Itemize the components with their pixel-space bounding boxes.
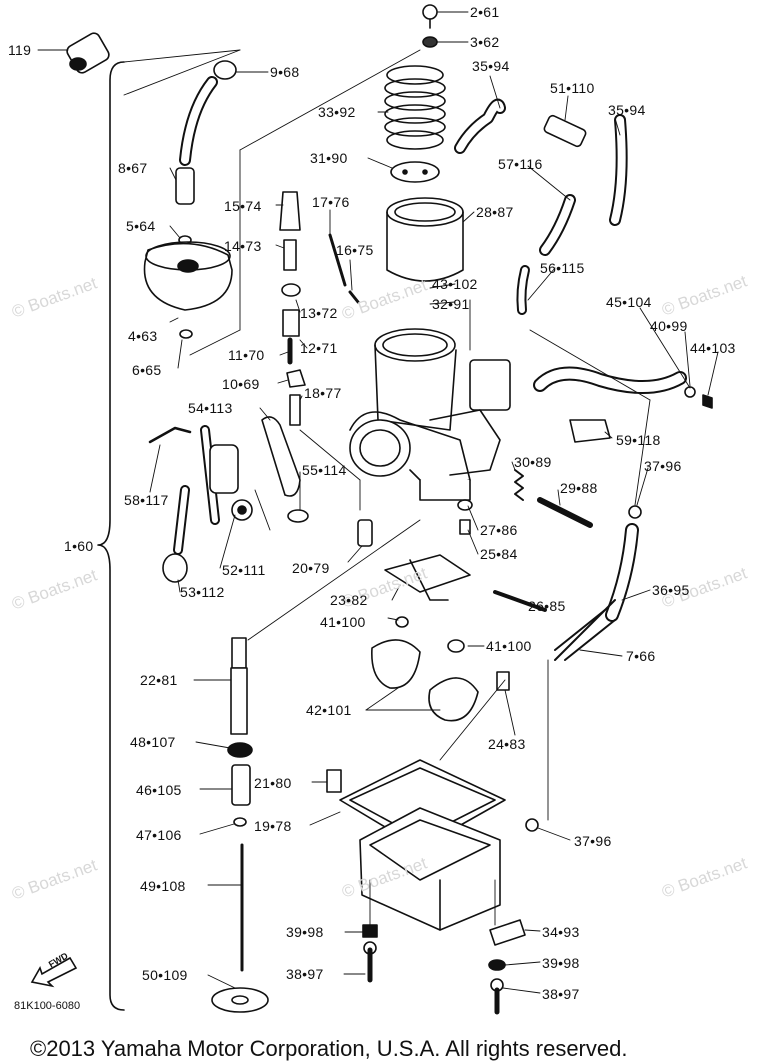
drawing-code: 81K100-6080 [14, 1000, 81, 1012]
callout-label: 35•94 [472, 58, 510, 74]
spring-part [384, 65, 446, 150]
callout-label: 53•112 [180, 584, 225, 600]
copyright-notice: ©2013 Yamaha Motor Corporation, U.S.A. A… [30, 1036, 628, 1061]
callout-label: 42•101 [306, 702, 352, 718]
callout-label: 47•106 [136, 827, 182, 843]
callout-label: 16•75 [336, 242, 374, 258]
callout-label: 22•81 [140, 672, 178, 688]
throttle-valve-part [386, 197, 464, 282]
callout-label: 41•100 [486, 638, 532, 654]
callout-label: 56•115 [540, 260, 585, 276]
callout-label: 39•98 [286, 924, 324, 940]
callout-label: 10•69 [222, 376, 260, 392]
callout-label: 24•83 [488, 736, 526, 752]
callout-label: 40•99 [650, 318, 688, 334]
callout-label: 34•93 [542, 924, 580, 940]
main-jet-part [231, 637, 247, 669]
callout-label: 25•84 [480, 546, 518, 562]
assembly-bracket [97, 61, 125, 1011]
float-part [384, 554, 471, 593]
washer-part [422, 36, 438, 48]
idle-spring-part [514, 469, 524, 501]
callout-label: 43•102 [432, 276, 478, 292]
callout-label: 3•62 [470, 34, 500, 50]
callout-label: 12•71 [300, 340, 338, 356]
callout-label: 119 [8, 42, 32, 58]
callout-label: 28•87 [476, 204, 514, 220]
callout-label: 13•72 [300, 305, 338, 321]
callout-label: 41•100 [320, 614, 366, 630]
callout-label: 27•86 [480, 522, 518, 538]
callout-label: 51•110 [550, 80, 595, 96]
callout-label: 37•96 [644, 458, 682, 474]
callout-label: 21•80 [254, 775, 292, 791]
callout-label: 6•65 [132, 362, 162, 378]
callout-label: 1•60 [64, 538, 94, 554]
callout-label: 9•68 [270, 64, 300, 80]
callout-label: 37•96 [574, 833, 612, 849]
callout-label: 38•97 [542, 986, 580, 1002]
callout-label: 48•107 [130, 734, 176, 750]
callout-label: 32•91 [432, 296, 470, 312]
plate-part [390, 161, 440, 183]
screw-part [422, 4, 438, 20]
jet-needle-part [279, 191, 301, 231]
cap-part [143, 241, 233, 339]
callout-label: 45•104 [606, 294, 652, 310]
callout-label: 15•74 [224, 198, 262, 214]
callout-label: 33•92 [318, 104, 356, 120]
callout-label: 26•85 [528, 598, 566, 614]
throttle-lever-part [261, 416, 301, 497]
callout-label: 39•98 [542, 955, 580, 971]
callout-label: 52•111 [222, 562, 266, 578]
coil-spring-part [554, 599, 616, 661]
callout-label: 31•90 [310, 150, 348, 166]
callout-label: 49•108 [140, 878, 186, 894]
callout-label: 4•63 [128, 328, 158, 344]
callout-label: 23•82 [330, 592, 368, 608]
callout-label: 17•76 [312, 194, 350, 210]
callout-label: 46•105 [136, 782, 182, 798]
callout-label: 5•64 [126, 218, 156, 234]
callout-label: 7•66 [626, 648, 656, 664]
chamber-cap-part [371, 639, 421, 689]
callout-label: 50•109 [142, 967, 188, 983]
callout-label: 19•78 [254, 818, 292, 834]
callout-label: 18•77 [304, 385, 342, 401]
callout-label: 44•103 [690, 340, 736, 356]
callout-label: 8•67 [118, 160, 148, 176]
joint-part [543, 114, 587, 148]
callout-label: 14•73 [224, 238, 262, 254]
callout-label: 20•79 [292, 560, 330, 576]
callout-label: 35•94 [608, 102, 646, 118]
callout-label: 57•116 [498, 156, 543, 172]
callout-label: 58•117 [124, 492, 169, 508]
carburetor-body [349, 328, 511, 501]
callout-label: 55•114 [302, 462, 347, 478]
callout-label: 54•113 [188, 400, 233, 416]
fwd-arrow-icon: FWD [30, 948, 90, 988]
callout-label: 36•95 [652, 582, 690, 598]
callout-label: 29•88 [560, 480, 598, 496]
callout-label: 59•118 [616, 432, 661, 448]
callout-label: 38•97 [286, 966, 324, 982]
callout-label: 2•61 [470, 4, 500, 20]
callout-label: 30•89 [514, 454, 552, 470]
float-bowl-part [339, 759, 506, 931]
washer-part [211, 987, 269, 1013]
callout-label: 11•70 [228, 347, 265, 363]
